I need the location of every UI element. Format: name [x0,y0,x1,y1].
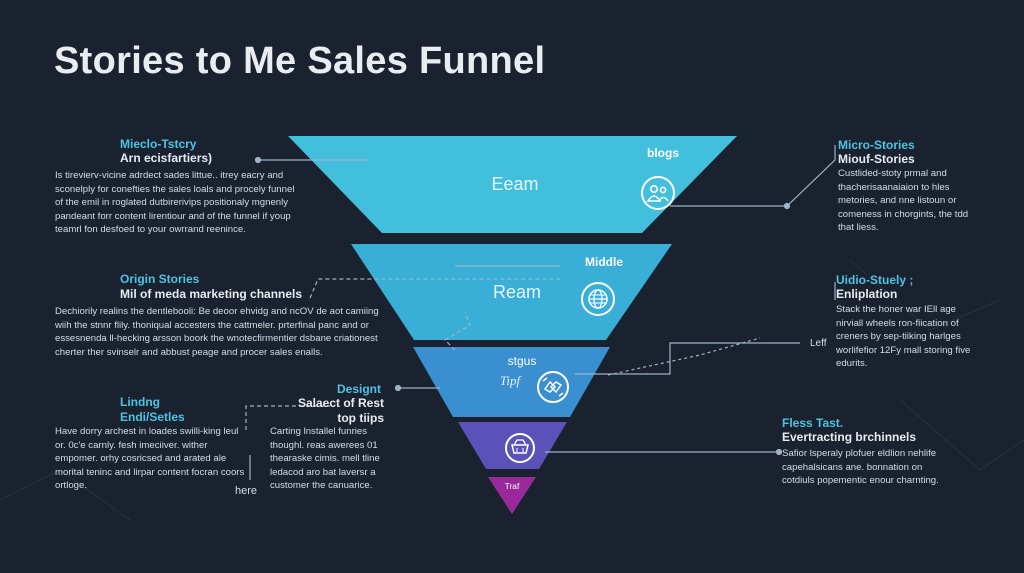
funnel-tier-2-word: Ream [493,282,541,302]
right-block-3-heading: Fless Tast. [782,416,844,430]
center-block-body: Carting lnstallel funries thoughl. reas … [270,426,380,492]
left-block-1-body: Is tirevierv-vicine adrdect sades littue… [55,170,295,236]
right-block-1-heading: Micro-Stories [838,138,915,152]
left-block-2-heading: Origin Stories [120,272,200,286]
connector-line [245,405,330,430]
connector-dot [775,448,783,456]
left-block-1-heading: Mieclo-Tstcry [120,137,197,151]
center-block-subheading: Salaect of Rest top tiips [297,396,384,425]
connector-lines [245,145,836,480]
right-block-2-body: Stack the honer war IEll age nirviall wh… [836,304,971,370]
right-block-1-subheading: Miouf-Stories [838,152,915,166]
funnel-tier-1-word: Eeam [491,174,538,194]
funnel-tier-3-word: Tipf [500,373,523,388]
connector-line [607,337,761,376]
here-label: here [235,485,257,497]
connector-line [670,145,836,207]
funnel-tier-1 [288,136,737,233]
right-block-3-subheading: Evertracting brchinnels [782,430,917,444]
handshake-icon [537,371,569,403]
funnel-tier-1-label: blogs [647,146,679,160]
page-title: Stories to Me Sales Funnel [54,40,546,82]
connector-line [575,342,800,375]
funnel-tier-2-label: Middle [585,255,623,269]
right-block-1-body: Custlided-stoty prmal and thacherisaanai… [838,168,969,234]
center-block-heading: Designt [337,382,382,396]
people-icon [641,176,675,210]
left-block-2-body: Dechiorily realins the dentlebooli: Be d… [55,306,379,358]
left-block-3-heading: Lindng Endi/Setles [120,395,185,424]
globe-icon [581,282,615,316]
right-block-3-body: Safior lsperaly plofuer eldlion nehlife … [782,448,939,487]
left-block-1-subheading: Arn ecisfartiers) [120,151,213,165]
left-block-3-body: Have dorry archest in loades swilli-king… [55,426,245,492]
funnel-tier-2 [351,244,672,340]
right-block-2-heading: Uidio-Stuely ; [836,273,914,287]
connector-line [444,311,471,351]
connector-dot [394,384,402,392]
funnel-tier-5-label: Traf [505,481,520,491]
left-marker-label: Leff [810,338,827,349]
cart-icon [505,433,535,463]
background-network [0,259,1024,521]
right-block-2-subheading: Enliplation [836,287,898,301]
funnel-tier-5 [488,477,536,514]
funnel-tier-3-label: stgus [508,354,537,368]
left-block-2-subheading: Mil of meda marketing channels [120,287,303,301]
connector-dot [254,156,262,164]
